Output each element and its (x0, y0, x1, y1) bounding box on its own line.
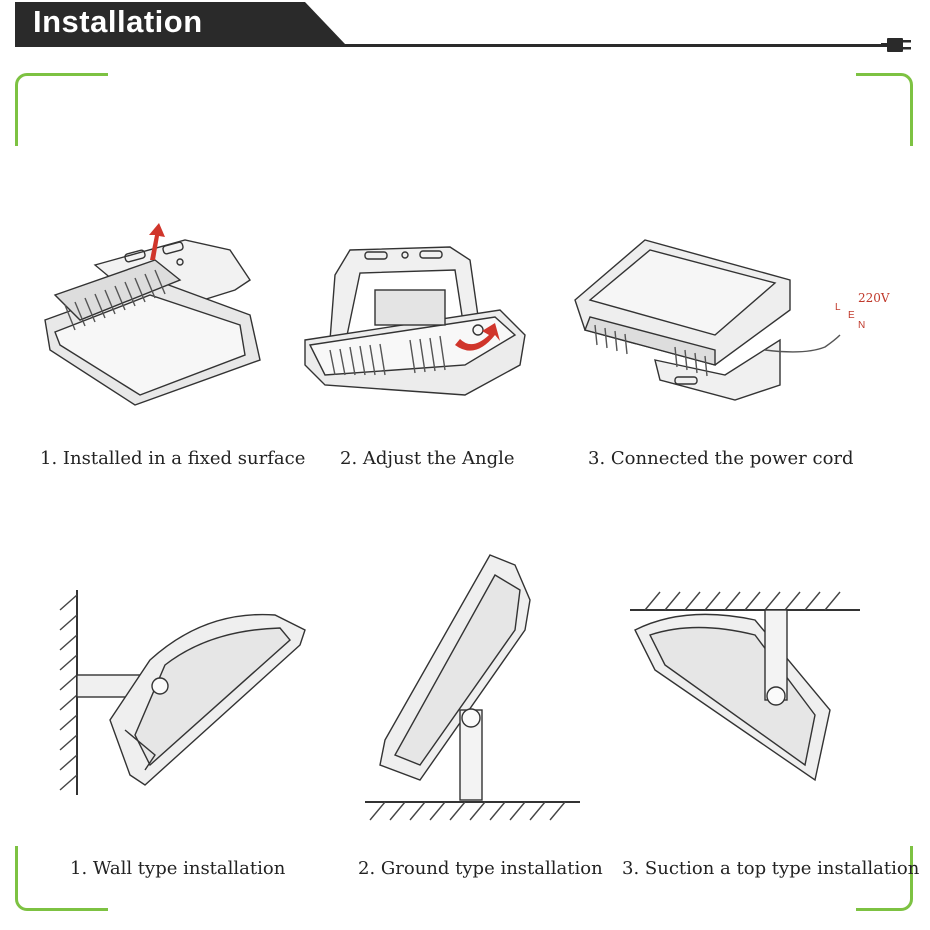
caption-ground-installation: 2. Ground type installation (358, 858, 603, 879)
caption-fixed-surface: 1. Installed in a fixed surface (40, 448, 306, 469)
live-wire-label: L (835, 302, 841, 313)
neutral-wire-label: N (858, 320, 866, 331)
adjust-angle-illustration (304, 246, 526, 396)
wall-installation-illustration (59, 590, 306, 795)
caption-wall-installation: 1. Wall type installation (70, 858, 286, 879)
page-title: Installation (33, 4, 203, 39)
ceiling-installation-illustration (630, 591, 860, 782)
caption-power-cord: 3. Connected the power cord (588, 448, 854, 469)
page-header: Installation (15, 0, 930, 60)
fixed-surface-illustration (44, 223, 261, 406)
plug-icon (881, 38, 911, 52)
header-tab (15, 2, 345, 44)
ground-installation-illustration (365, 554, 580, 821)
power-cord-illustration (574, 239, 841, 401)
caption-ceiling-installation: 3. Suction a top type installation (622, 858, 920, 879)
header-rule (15, 44, 890, 47)
earth-wire-label: E (848, 310, 855, 321)
voltage-label: 220V (858, 291, 890, 305)
caption-adjust-angle: 2. Adjust the Angle (340, 448, 515, 469)
